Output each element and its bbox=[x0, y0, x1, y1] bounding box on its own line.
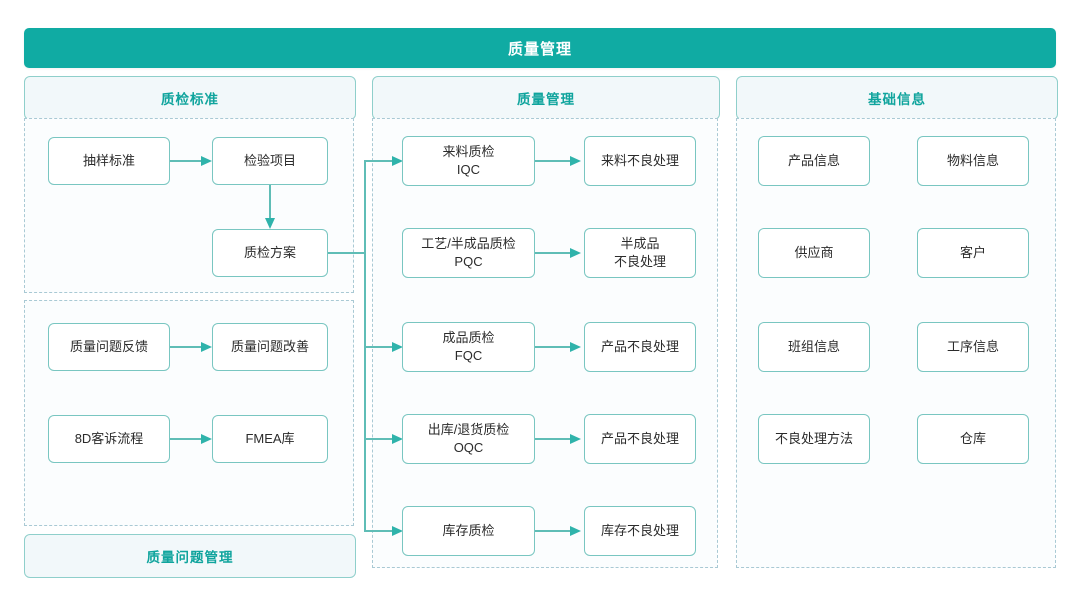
node-label: 来料质检 IQC bbox=[442, 144, 495, 177]
column-title-quality-standard: 质检标准 bbox=[24, 76, 356, 120]
node-supplier[interactable]: 供应商 bbox=[758, 228, 870, 278]
node-label: 库存不良处理 bbox=[600, 523, 679, 539]
node-inventory-inspection[interactable]: 库存质检 bbox=[402, 506, 535, 556]
node-outbound-return-inspection-oqc[interactable]: 出库/退货质检 OQC bbox=[402, 414, 535, 464]
node-label: 产品信息 bbox=[787, 153, 840, 169]
column-title-label: 基础信息 bbox=[868, 92, 926, 107]
node-incoming-inspection-iqc[interactable]: 来料质检 IQC bbox=[402, 136, 535, 186]
node-process-semifinished-inspection-pqc[interactable]: 工艺/半成品质检 PQC bbox=[402, 228, 535, 278]
column-title-quality-management: 质量管理 bbox=[372, 76, 720, 120]
node-fmea-library[interactable]: FMEA库 bbox=[212, 415, 328, 463]
column-title-label: 质量问题管理 bbox=[146, 550, 234, 565]
node-label: 来料不良处理 bbox=[600, 153, 679, 169]
arrowhead-inventory-to-handling bbox=[570, 525, 581, 536]
column-title-label: 质检标准 bbox=[161, 92, 219, 107]
node-label: 仓库 bbox=[959, 431, 986, 447]
node-warehouse[interactable]: 仓库 bbox=[917, 414, 1029, 464]
node-quality-issue-feedback[interactable]: 质量问题反馈 bbox=[48, 323, 170, 371]
node-label: 产品不良处理 bbox=[600, 339, 679, 355]
node-label: 班组信息 bbox=[787, 339, 840, 355]
node-team-info[interactable]: 班组信息 bbox=[758, 322, 870, 372]
arrowhead-item-to-plan bbox=[264, 218, 275, 229]
node-material-info[interactable]: 物料信息 bbox=[917, 136, 1029, 186]
node-product-defect-handling-oqc[interactable]: 产品不良处理 bbox=[584, 414, 696, 464]
node-label: 半成品 不良处理 bbox=[613, 236, 666, 269]
connector-fqc-to-handling bbox=[535, 346, 570, 348]
node-label: 出库/退货质检 OQC bbox=[427, 422, 510, 455]
node-customer[interactable]: 客户 bbox=[917, 228, 1029, 278]
arrowhead-iqc-to-handling bbox=[570, 155, 581, 166]
node-label: 质量问题改善 bbox=[230, 339, 309, 355]
arrowhead-trunk-to-oqc bbox=[392, 433, 403, 444]
column-title-label: 质量管理 bbox=[517, 92, 575, 107]
connector-sampling-to-item bbox=[170, 160, 201, 162]
node-label: 质检方案 bbox=[243, 245, 296, 261]
arrowhead-trunk-to-fqc bbox=[392, 341, 403, 352]
header-title-bar: 质量管理 bbox=[24, 28, 1056, 68]
connector-pqc-to-handling bbox=[535, 252, 570, 254]
node-label: 抽样标准 bbox=[82, 153, 135, 169]
node-product-info[interactable]: 产品信息 bbox=[758, 136, 870, 186]
column-title-quality-issue-management: 质量问题管理 bbox=[24, 534, 356, 578]
arrowhead-oqc-to-handling bbox=[570, 433, 581, 444]
node-label: 客户 bbox=[959, 245, 986, 261]
node-label: 工序信息 bbox=[946, 339, 999, 355]
node-defect-handling-method[interactable]: 不良处理方法 bbox=[758, 414, 870, 464]
node-label: 产品不良处理 bbox=[600, 431, 679, 447]
header-title-label: 质量管理 bbox=[507, 40, 572, 58]
connector-8d-to-fmea bbox=[170, 438, 201, 440]
arrowhead-fqc-to-handling bbox=[570, 341, 581, 352]
connector-plan-to-trunk bbox=[328, 252, 365, 254]
connector-trunk-to-inventory bbox=[364, 530, 396, 532]
connector-item-to-plan bbox=[269, 185, 271, 218]
node-label: 供应商 bbox=[794, 245, 834, 261]
node-process-info[interactable]: 工序信息 bbox=[917, 322, 1029, 372]
connector-oqc-to-handling bbox=[535, 438, 570, 440]
connector-iqc-to-handling bbox=[535, 160, 570, 162]
connector-trunk-to-fqc bbox=[364, 346, 396, 348]
connector-trunk-to-iqc bbox=[364, 160, 396, 162]
arrowhead-trunk-to-iqc bbox=[392, 155, 403, 166]
node-inventory-defect-handling[interactable]: 库存不良处理 bbox=[584, 506, 696, 556]
node-incoming-defect-handling[interactable]: 来料不良处理 bbox=[584, 136, 696, 186]
node-final-inspection-fqc[interactable]: 成品质检 FQC bbox=[402, 322, 535, 372]
arrowhead-pqc-to-handling bbox=[570, 247, 581, 258]
node-semifinished-defect-handling[interactable]: 半成品 不良处理 bbox=[584, 228, 696, 278]
node-quality-issue-improvement[interactable]: 质量问题改善 bbox=[212, 323, 328, 371]
node-inspection-item[interactable]: 检验项目 bbox=[212, 137, 328, 185]
node-product-defect-handling-fqc[interactable]: 产品不良处理 bbox=[584, 322, 696, 372]
node-label: 物料信息 bbox=[946, 153, 999, 169]
node-8d-complaint-process[interactable]: 8D客诉流程 bbox=[48, 415, 170, 463]
node-sampling-standard[interactable]: 抽样标准 bbox=[48, 137, 170, 185]
arrowhead-sampling-to-item bbox=[201, 155, 212, 166]
arrowhead-trunk-to-inventory bbox=[392, 525, 403, 536]
connector-inventory-to-handling bbox=[535, 530, 570, 532]
connector-feedback-to-improvement bbox=[170, 346, 201, 348]
node-label: 检验项目 bbox=[243, 153, 296, 169]
node-label: 成品质检 FQC bbox=[442, 330, 495, 363]
node-label: 不良处理方法 bbox=[774, 431, 853, 447]
connector-trunk-to-oqc bbox=[364, 438, 396, 440]
column-title-basic-info: 基础信息 bbox=[736, 76, 1058, 120]
arrowhead-feedback-to-improvement bbox=[201, 341, 212, 352]
node-label: 质量问题反馈 bbox=[69, 339, 148, 355]
arrowhead-8d-to-fmea bbox=[201, 433, 212, 444]
node-label: 8D客诉流程 bbox=[74, 431, 144, 447]
node-label: 库存质检 bbox=[442, 523, 495, 539]
node-label: FMEA库 bbox=[245, 431, 295, 447]
node-label: 工艺/半成品质检 PQC bbox=[421, 236, 516, 269]
node-inspection-plan[interactable]: 质检方案 bbox=[212, 229, 328, 277]
